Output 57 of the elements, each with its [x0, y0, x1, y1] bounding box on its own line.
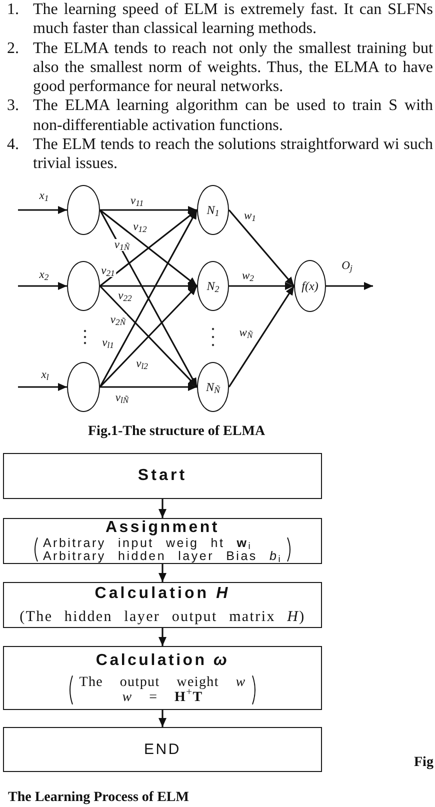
crossing-arrows [99, 285, 198, 388]
list-number: 4. [6, 135, 20, 156]
list-item-text: The ELMA tends to reach not only the smallest training but also the smallest norm of weights. Thus, the ELMA to have good performance for neural networks. [33, 38, 434, 96]
arrow [18, 282, 67, 290]
process-box [3, 518, 322, 564]
crossing-arrows [99, 209, 198, 388]
list-number: 1. [6, 0, 20, 20]
neuron-circle [197, 261, 229, 311]
arrow [158, 628, 166, 646]
neuron-label: f(x) [302, 279, 318, 293]
arrow [100, 383, 197, 391]
neuron-circle [197, 185, 229, 235]
neuron-circle [67, 185, 100, 235]
arrow [228, 286, 295, 388]
step-title: Assignment [106, 520, 220, 536]
step-description: (The hidden layer output matrix H) [20, 608, 306, 626]
arrow [228, 209, 295, 287]
process-box [3, 727, 322, 772]
step-description: w = H$^{+}$T [122, 690, 203, 704]
edge-label: O$_{j}$ [340, 260, 354, 272]
neuron-circle [294, 260, 326, 312]
neuron-label: N$_{Ñ}$ [206, 380, 220, 394]
arrow [326, 282, 373, 290]
neuron-label: N$_{2}$ [206, 279, 220, 293]
list-item-text: The learning speed of ELM is extremely fast. It can SLFNs much faster than classical learning methods. [33, 0, 434, 39]
process-box [3, 646, 322, 710]
neuron-circle [67, 362, 100, 412]
list-number: 3. [6, 96, 20, 116]
process-box [3, 453, 322, 499]
step-title: Start [138, 467, 188, 485]
neuron-label: N$_{1}$ [206, 203, 220, 217]
edge-label: v$_{2Ñ}$ [109, 314, 127, 326]
list-number: 2. [6, 38, 20, 59]
arrow [18, 383, 67, 391]
arrow [18, 206, 67, 214]
step-title: Calculation ω [96, 652, 230, 670]
arrow [100, 282, 197, 290]
figure-caption: Fig [414, 755, 434, 771]
list-item-text: The ELMA learning algorithm can be used to train S with non-differentiable activation functions. [33, 96, 434, 136]
figure-caption: The Learning Process of ELM [8, 790, 189, 806]
arrow [158, 564, 166, 582]
process-box [3, 582, 322, 628]
arrow [158, 710, 166, 727]
neuron-circle [67, 261, 100, 311]
arrow [100, 206, 197, 214]
step-description: Arbitrary input weig ht w$_{i}$ [42, 537, 252, 550]
edge-label: v$_{1Ñ}$ [113, 239, 131, 251]
list-item-text: The ELM tends to reach the solutions straightforward wi such trivial issues. [33, 135, 434, 174]
arrow [158, 499, 166, 518]
step-description: The output weight w [79, 674, 246, 690]
step-description: Arbitrary hidden layer Bias b$_{i}$ [42, 550, 282, 562]
figure-caption: Fig.1-The structure of ELMA [88, 424, 266, 440]
step-title: END [144, 741, 182, 758]
step-title: Calculation H [94, 584, 230, 602]
crossing-arrows [99, 209, 198, 287]
neuron-circle [197, 362, 229, 412]
arrow [229, 282, 294, 290]
